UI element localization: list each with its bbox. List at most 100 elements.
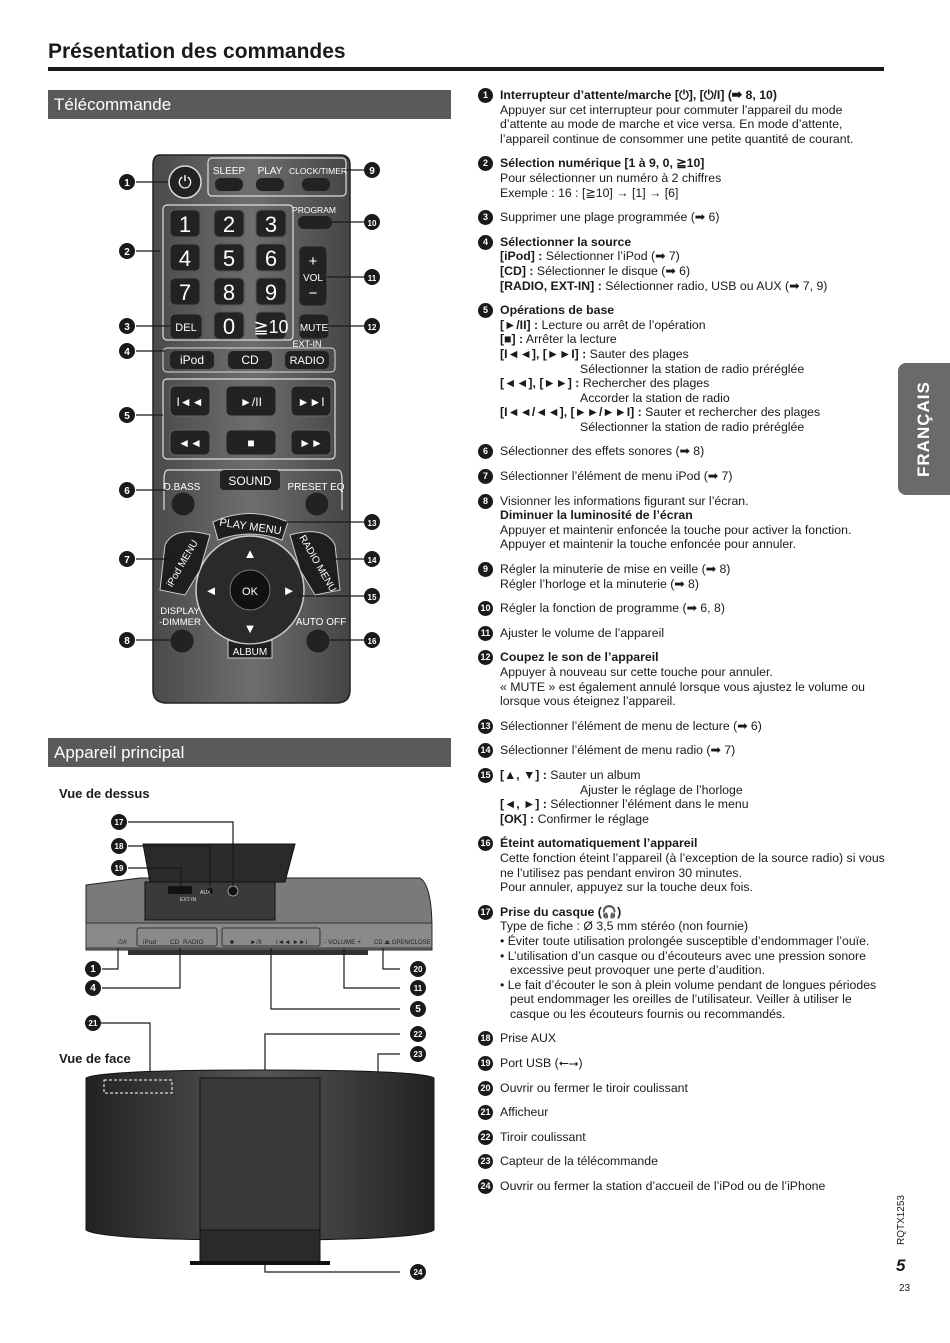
item-text: Ajuster le volume de l’appareil bbox=[500, 625, 665, 640]
callout-10: 10 bbox=[368, 219, 377, 228]
item-text: Sélectionner l’élément de menu iPod (➡ 7… bbox=[500, 469, 733, 484]
display-button bbox=[169, 628, 195, 654]
dimmer-label: -DIMMER bbox=[159, 617, 201, 628]
svg-text:DEL: DEL bbox=[175, 322, 196, 334]
svg-text:SOUND: SOUND bbox=[228, 474, 272, 488]
item-rich-key: [■] : bbox=[500, 332, 524, 347]
item-rich-line: Accorder la station de radio bbox=[500, 391, 888, 406]
radio-menu-button bbox=[289, 531, 341, 596]
unit-skip-icon: I◄◄ ►►I bbox=[276, 939, 307, 946]
digit-7: 7 bbox=[179, 280, 191, 305]
item-title: Opérations de base bbox=[500, 303, 615, 318]
item-number-badge: 15 bbox=[478, 767, 493, 783]
svg-text:RADIO: RADIO bbox=[183, 939, 204, 946]
item-line: Appuyer à nouveau sur cette touche pour … bbox=[500, 665, 773, 679]
item-rich-key: [I◄◄/◄◄], [►►/►►I] : bbox=[500, 405, 642, 420]
callout-19: 19 bbox=[115, 864, 124, 873]
item-number-badge: 1 bbox=[478, 88, 493, 103]
callout-9: 9 bbox=[369, 166, 375, 177]
item-text: Sélectionner des effets sonores (➡ 8) bbox=[500, 444, 705, 459]
item-rich-key: [iPod] : bbox=[500, 249, 543, 264]
item-6: 6 Sélectionner des effets sonores (➡ 8) bbox=[478, 444, 888, 460]
dock-station bbox=[144, 881, 276, 921]
item-rich-desc: Sélectionner le disque (➡ 6) bbox=[533, 263, 691, 278]
item-rich-line: [I◄◄/◄◄], [►►/►►I] : Sauter et recherche… bbox=[500, 405, 888, 420]
play-pause-label: ►/II bbox=[240, 395, 262, 409]
item-rich-line: [I◄◄], [►►I] : Sauter des plages bbox=[500, 347, 888, 362]
language-tab bbox=[898, 363, 950, 495]
item-text: Supprimer une plage programmée (➡ 6) bbox=[500, 210, 720, 225]
arrow-down-icon: ▼ bbox=[244, 621, 257, 636]
item-line: Cette fonction éteint l’appareil (à l’ex… bbox=[500, 850, 885, 880]
dock-cover bbox=[142, 843, 296, 883]
radio-button bbox=[285, 351, 329, 369]
ipod-button bbox=[170, 351, 214, 369]
item-rich-key: [▲, ▼] : bbox=[500, 767, 547, 782]
item-rich-key: [◄◄], [►►] : bbox=[500, 376, 580, 391]
item-rich-desc: Sélectionner l’iPod (➡ 7) bbox=[542, 249, 680, 264]
item-rich-key: [►/II] : bbox=[500, 317, 539, 332]
item-rich-desc: Sauter et rechercher des plages bbox=[641, 405, 821, 420]
digit-3: 3 bbox=[265, 212, 277, 237]
item-number-badge: 24 bbox=[478, 1179, 493, 1195]
skip-forward-icon: ►►I bbox=[297, 395, 324, 409]
svg-text:AUX: AUX bbox=[200, 890, 211, 896]
item-rich-desc: Sauter un album bbox=[546, 767, 641, 782]
remote-illustration: ⏻ SLEEP PLAY CLOCK/TIMER 1 2 3 4 5 6 7 8… bbox=[119, 154, 380, 704]
item-rich-desc: Sélectionner la station de radio prérégl… bbox=[580, 361, 805, 376]
item-number-badge: 7 bbox=[478, 469, 493, 485]
item-rich-line: [■] : Arrêter la lecture bbox=[500, 332, 888, 347]
svg-text:- VOLUME +: - VOLUME + bbox=[324, 939, 361, 946]
arrow-right-icon: ► bbox=[283, 583, 296, 598]
item-number-badge: 9 bbox=[478, 562, 493, 578]
preset-eq-button bbox=[304, 491, 330, 517]
callout-18: 18 bbox=[115, 842, 124, 851]
item-number-badge: 6 bbox=[478, 444, 493, 460]
item-rich-desc: Sauter des plages bbox=[586, 346, 689, 361]
item-number-badge: 11 bbox=[478, 625, 493, 641]
item-rich-desc: Ajuster le réglage de l’horloge bbox=[580, 782, 743, 797]
item-rich-key: [◄, ►] : bbox=[500, 797, 547, 812]
item-rich-line: Sélectionner la station de radio prérégl… bbox=[500, 362, 888, 377]
program-label: PROGRAM bbox=[292, 205, 336, 215]
svg-text:MUTE: MUTE bbox=[300, 323, 329, 334]
unit-stop-icon: ■ bbox=[230, 939, 234, 946]
clock-timer-button bbox=[302, 178, 330, 191]
rewind-icon: ◄◄ bbox=[178, 436, 202, 450]
svg-text:VOL: VOL bbox=[303, 273, 323, 284]
item-rich-desc: Accorder la station de radio bbox=[580, 390, 730, 405]
digit-5: 5 bbox=[223, 246, 235, 271]
clock-timer-label: CLOCK/TIMER bbox=[289, 166, 347, 176]
item-text: Tiroir coulissant bbox=[500, 1129, 586, 1144]
language-tab-label: FRANÇAIS bbox=[914, 381, 933, 477]
item-rich-line: [iPod] : Sélectionner l’iPod (➡ 7) bbox=[500, 249, 888, 264]
svg-text:iPod: iPod bbox=[180, 353, 204, 367]
callout-6: 6 bbox=[124, 486, 130, 497]
item-text: Régler la fonction de programme (➡ 6, 8) bbox=[500, 601, 725, 616]
item-number-badge: 20 bbox=[478, 1080, 493, 1096]
item-title: Prise du casque (🎧) bbox=[500, 904, 622, 919]
callout-21: 21 bbox=[89, 1019, 98, 1028]
item-number-badge: 17 bbox=[478, 904, 493, 920]
svg-text:ALBUM: ALBUM bbox=[233, 647, 267, 658]
page-number: 5 bbox=[896, 1256, 906, 1275]
item-number-badge: 22 bbox=[478, 1129, 493, 1145]
digit-4: 4 bbox=[179, 246, 191, 271]
play-timer-button bbox=[256, 178, 284, 191]
item-rich-desc: Rechercher des plages bbox=[579, 376, 710, 391]
unit-play-icon: ►/II bbox=[250, 939, 262, 946]
power-button bbox=[168, 165, 202, 199]
item-subtitle: Diminuer la luminosité de l’écran bbox=[500, 508, 693, 523]
callout-4: 4 bbox=[124, 347, 130, 358]
page-title: Présentation des commandes bbox=[48, 40, 346, 63]
display-label: DISPLAY bbox=[160, 606, 200, 617]
item-rich-line: Ajuster le réglage de l’horloge bbox=[500, 783, 888, 798]
